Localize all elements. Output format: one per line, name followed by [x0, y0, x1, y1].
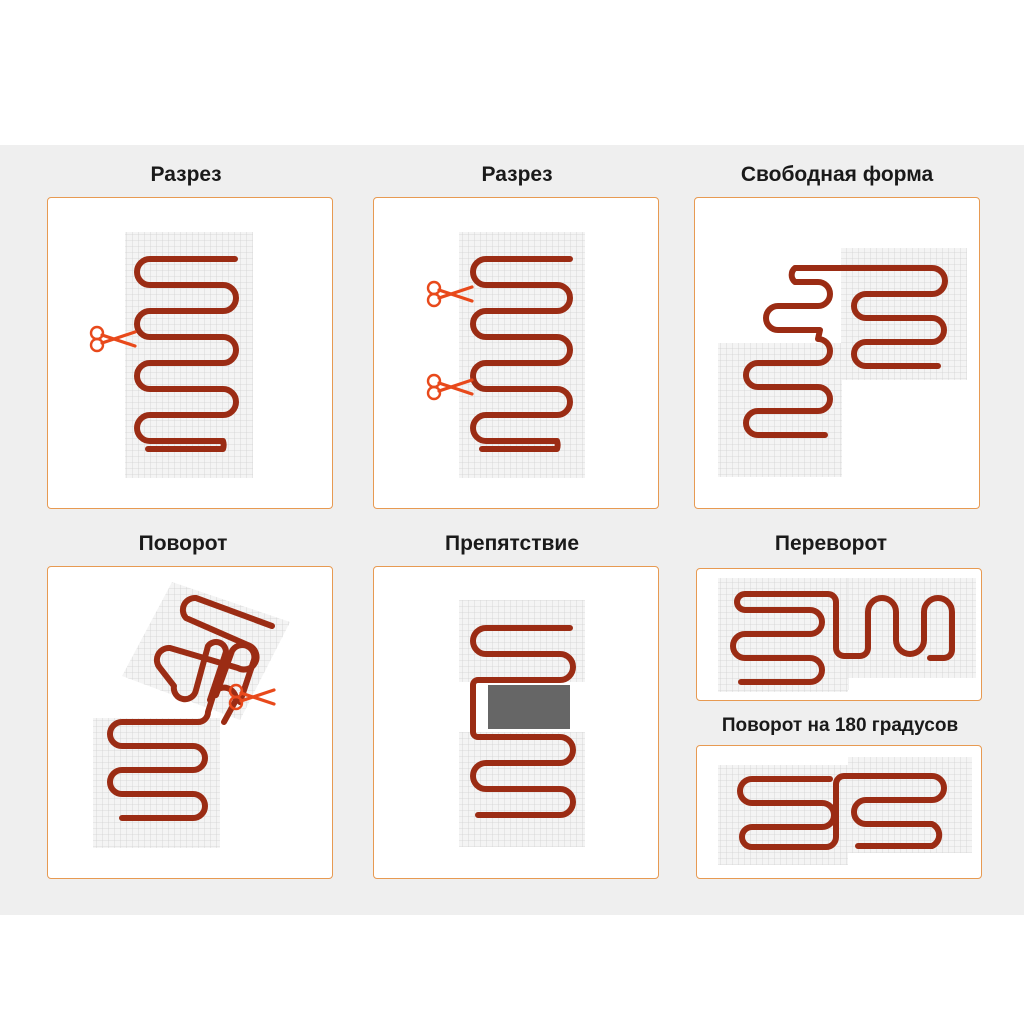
obstacle-block [488, 685, 570, 729]
heating-cable [737, 773, 947, 850]
title-cut-two: Разрез [481, 163, 553, 186]
title-free-form: Свободная форма [740, 163, 934, 186]
title-rotation: Поворот [138, 532, 228, 555]
title-flip: Переворот [774, 532, 888, 555]
title-rotate-180: Поворот на 180 градусов [721, 715, 959, 736]
title-cut-one: Разрез [150, 163, 222, 186]
heating-cable [730, 591, 955, 685]
heating-cable [470, 625, 576, 818]
heating-cable [470, 256, 573, 452]
title-obstacle: Препятствие [444, 532, 579, 555]
heating-cable [743, 265, 948, 438]
heating-cable [107, 594, 275, 821]
heating-cable [134, 256, 239, 452]
